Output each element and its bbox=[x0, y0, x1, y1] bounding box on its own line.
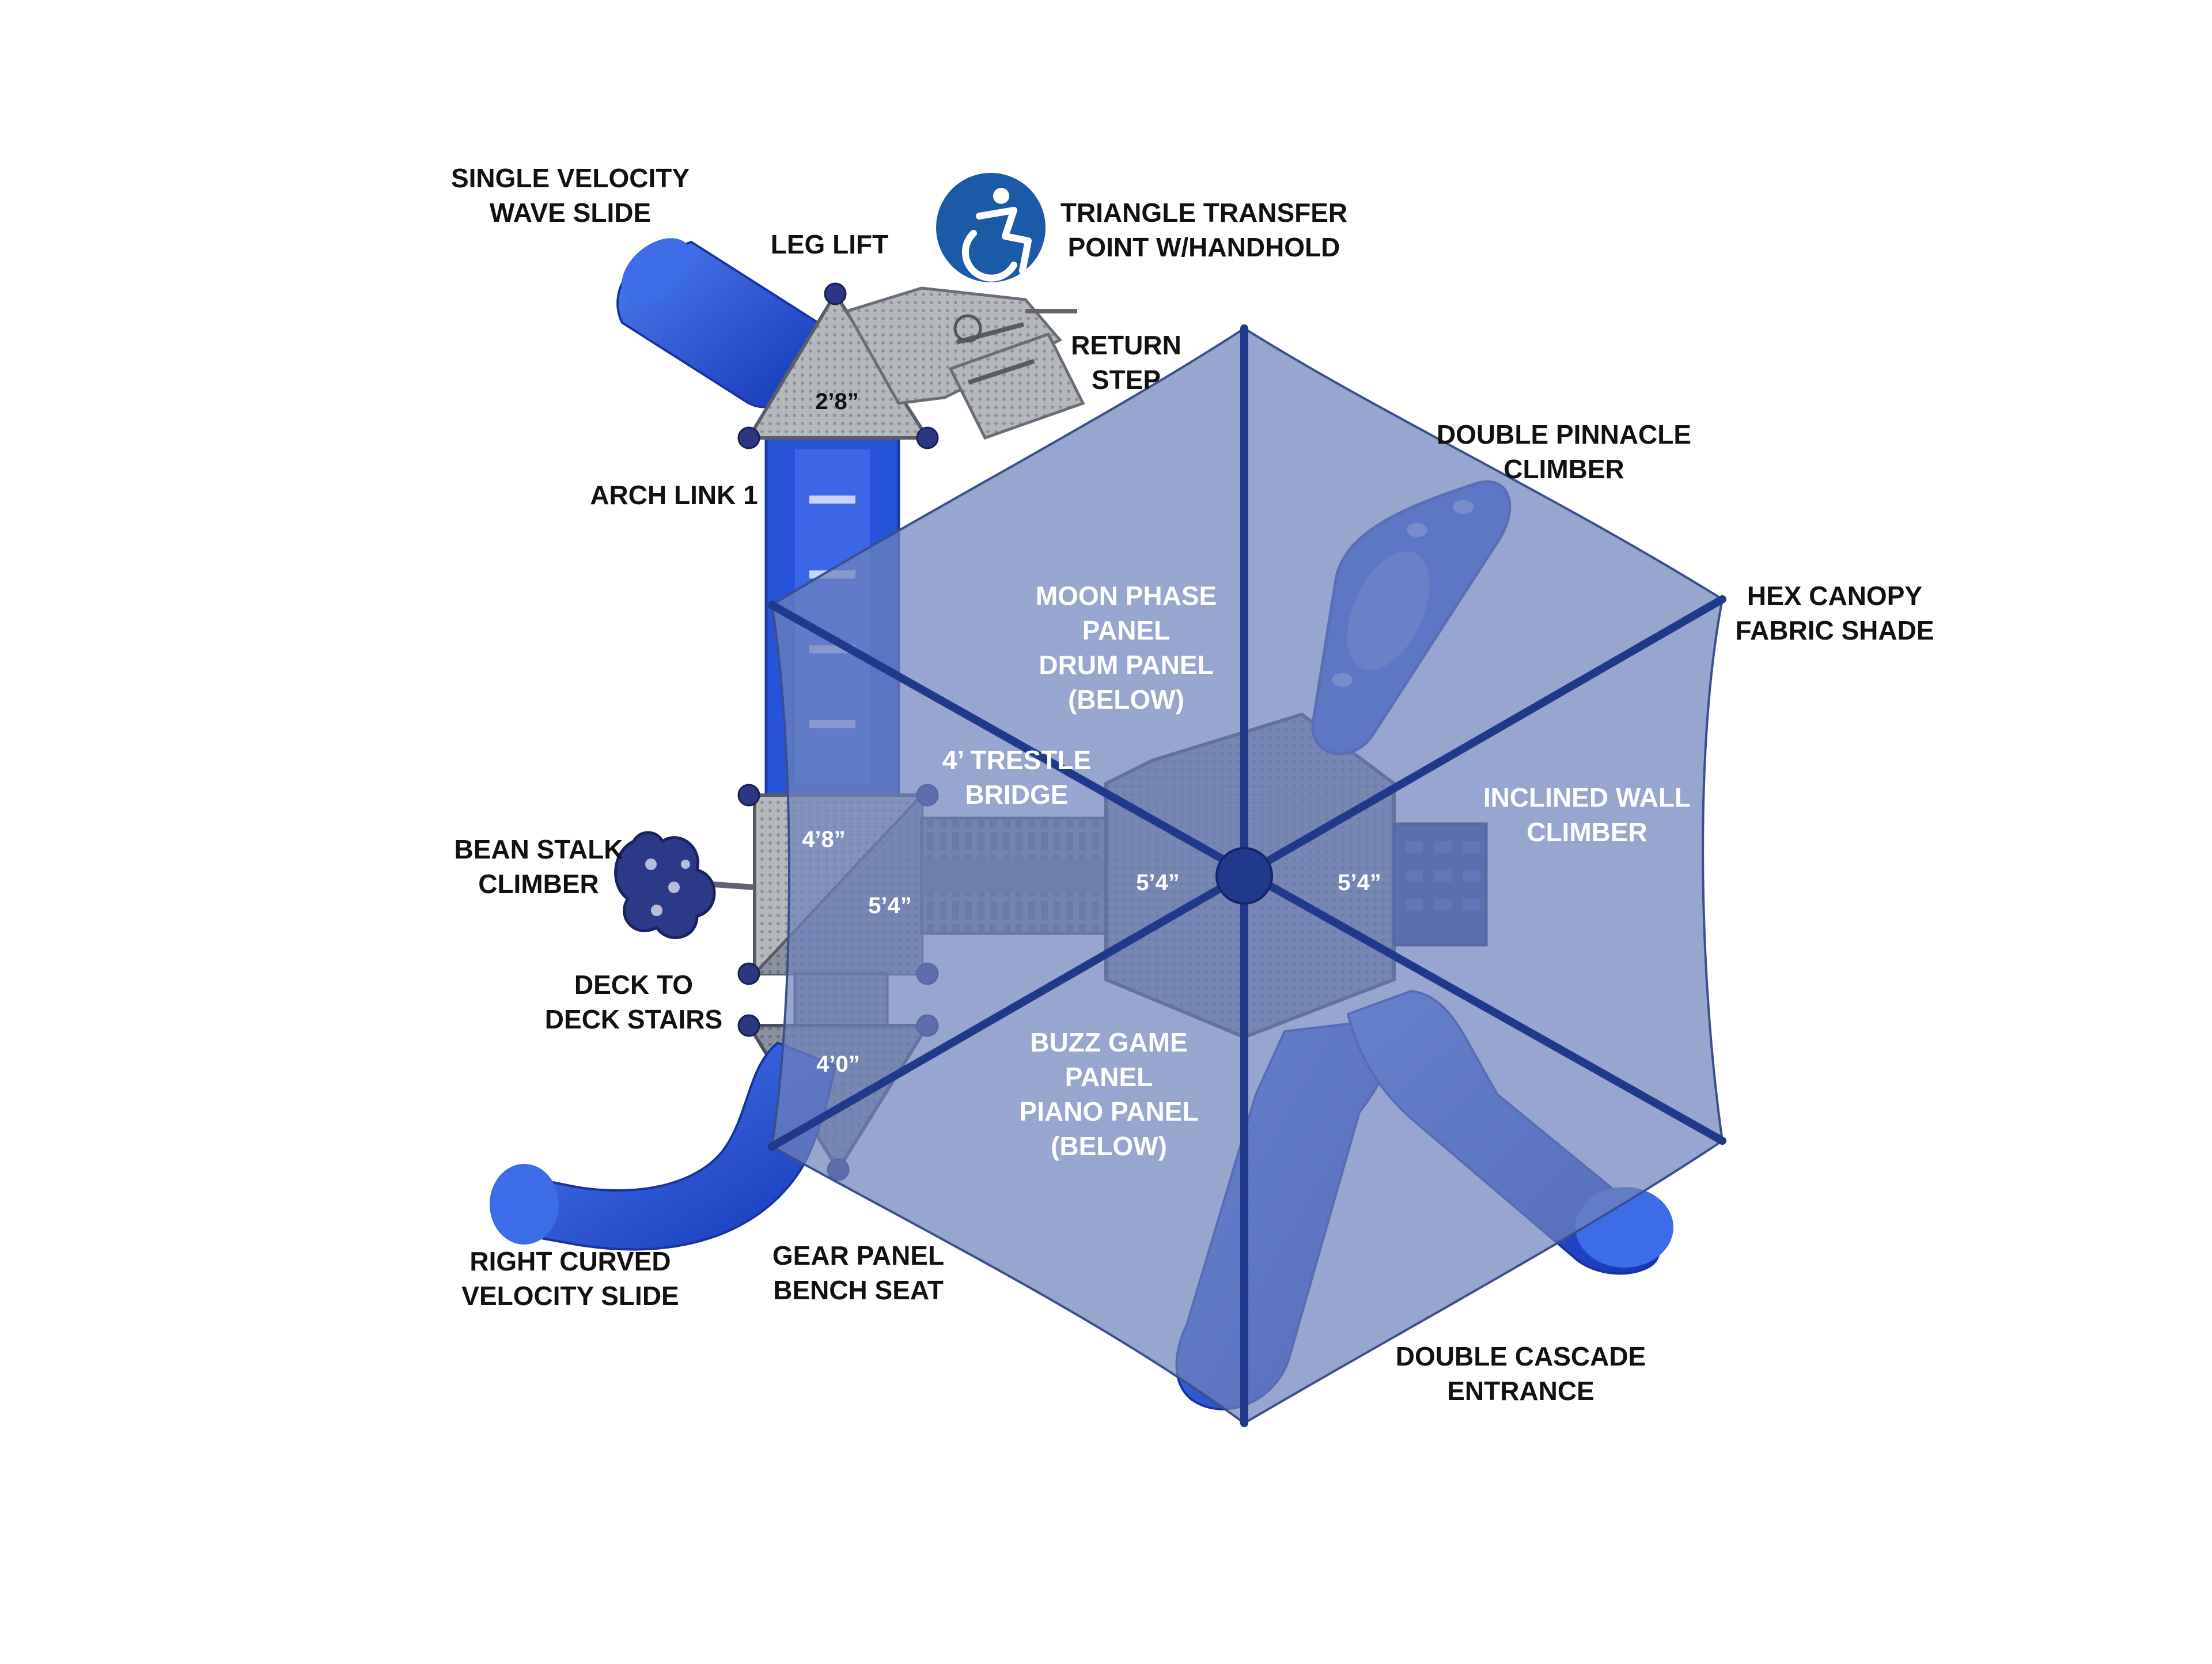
label-line: CLIMBER bbox=[1527, 817, 1647, 847]
label-double-cascade-entrance: DOUBLE CASCADE ENTRANCE bbox=[1396, 1341, 1646, 1406]
label-moon-phase-panel: MOON PHASE PANEL DRUM PANEL (BELOW) bbox=[1036, 581, 1217, 714]
dimensions-layer: 2’8” 4’8” 5’4” 5’4” 5’4” 4’0” bbox=[802, 389, 1381, 1077]
label-triangle-transfer-point: TRIANGLE TRANSFER POINT W/HANDHOLD bbox=[1060, 198, 1347, 262]
dimension-square-deck-upper: 4’8” bbox=[802, 827, 846, 852]
label-line: CLIMBER bbox=[1503, 454, 1624, 484]
label-line: BENCH SEAT bbox=[773, 1275, 944, 1305]
label-line: BUZZ GAME bbox=[1030, 1027, 1187, 1057]
label-line: DOUBLE CASCADE bbox=[1396, 1341, 1646, 1371]
label-right-curved-velocity-slide: RIGHT CURVED VELOCITY SLIDE bbox=[461, 1246, 679, 1311]
label-deck-to-deck-stairs: DECK TO DECK STAIRS bbox=[545, 970, 722, 1034]
label-single-velocity-wave-slide: SINGLE VELOCITY WAVE SLIDE bbox=[451, 163, 690, 228]
posts-top bbox=[737, 282, 939, 449]
label-line: RIGHT CURVED bbox=[469, 1246, 671, 1276]
label-bean-stalk-climber: BEAN STALK CLIMBER bbox=[454, 834, 623, 899]
wave-slide-exit bbox=[622, 238, 692, 304]
leg-lift bbox=[953, 314, 982, 343]
label-line: DECK STAIRS bbox=[545, 1004, 722, 1034]
dimension-triangle-deck-bottom: 4’0” bbox=[816, 1052, 860, 1077]
label-line: TRIANGLE TRANSFER bbox=[1060, 198, 1347, 228]
label-line: PANEL bbox=[1082, 615, 1171, 645]
label-line: FABRIC SHADE bbox=[1735, 615, 1934, 645]
label-trestle-bridge: 4’ TRESTLE BRIDGE bbox=[942, 745, 1091, 810]
label-line: PIANO PANEL bbox=[1020, 1096, 1199, 1126]
label-line: SINGLE VELOCITY bbox=[451, 163, 690, 193]
label-arch-link-1: ARCH LINK 1 bbox=[590, 480, 757, 510]
label-line: VELOCITY SLIDE bbox=[461, 1281, 679, 1311]
label-buzz-game-panel: BUZZ GAME PANEL PIANO PANEL (BELOW) bbox=[1020, 1027, 1199, 1161]
label-double-pinnacle-climber: DOUBLE PINNACLE CLIMBER bbox=[1437, 419, 1691, 484]
label-line: STEP bbox=[1092, 365, 1161, 395]
label-line: (BELOW) bbox=[1068, 684, 1184, 714]
label-line: RETURN bbox=[1071, 330, 1181, 360]
label-line: ARCH LINK 1 bbox=[590, 480, 757, 510]
dimension-transfer-deck: 2’8” bbox=[815, 389, 859, 414]
label-line: GEAR PANEL bbox=[772, 1241, 944, 1270]
dimension-hex-deck-center: 5’4” bbox=[1136, 870, 1180, 895]
label-line: LEG LIFT bbox=[771, 229, 888, 259]
label-line: INCLINED WALL bbox=[1483, 782, 1691, 812]
hex-canopy-fabric-shade bbox=[768, 324, 1726, 1427]
label-line: HEX CANOPY bbox=[1747, 581, 1922, 611]
label-line: CLIMBER bbox=[478, 869, 599, 899]
label-line: DOUBLE PINNACLE bbox=[1437, 419, 1691, 449]
wheelchair-accessibility-icon bbox=[936, 173, 1046, 282]
transfer-platform bbox=[844, 286, 1062, 405]
label-line: PANEL bbox=[1065, 1062, 1153, 1092]
label-line: POINT W/HANDHOLD bbox=[1068, 232, 1340, 262]
label-line: (BELOW) bbox=[1051, 1131, 1167, 1161]
return-step bbox=[948, 332, 1085, 440]
label-hex-canopy-fabric-shade: HEX CANOPY FABRIC SHADE bbox=[1735, 581, 1934, 645]
label-line: MOON PHASE bbox=[1036, 581, 1217, 611]
labels-layer: SINGLE VELOCITY WAVE SLIDE LEG LIFT TRIANGL… bbox=[451, 163, 1934, 1406]
label-line: BRIDGE bbox=[965, 780, 1069, 810]
label-line: WAVE SLIDE bbox=[490, 198, 651, 228]
label-line: DECK TO bbox=[574, 970, 693, 1000]
dimension-hex-deck-right: 5’4” bbox=[1338, 870, 1381, 895]
label-line: ENTRANCE bbox=[1447, 1376, 1594, 1406]
dimension-square-deck-lower: 5’4” bbox=[868, 893, 912, 918]
canopy-hub bbox=[1215, 847, 1273, 905]
label-line: DRUM PANEL bbox=[1039, 650, 1213, 680]
label-leg-lift: LEG LIFT bbox=[771, 229, 888, 259]
label-gear-panel-bench-seat: GEAR PANEL BENCH SEAT bbox=[772, 1241, 944, 1305]
label-return-step: RETURN STEP bbox=[1071, 330, 1181, 395]
bean-stalk-climber bbox=[614, 831, 755, 939]
label-line: 4’ TRESTLE bbox=[942, 745, 1091, 775]
label-line: BEAN STALK bbox=[454, 834, 623, 864]
label-inclined-wall-climber: INCLINED WALL CLIMBER bbox=[1483, 782, 1691, 847]
